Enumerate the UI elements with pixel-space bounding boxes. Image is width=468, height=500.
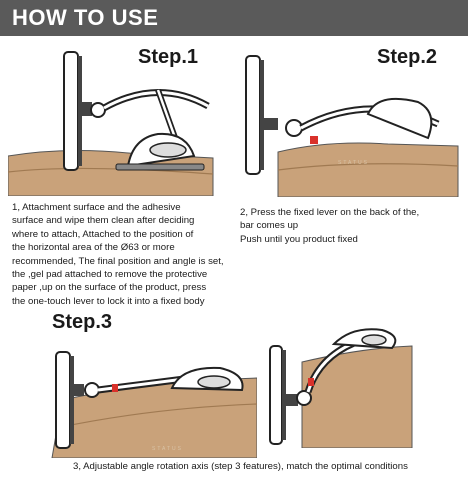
step-3-right-illustration: [269, 328, 413, 448]
step-1-line: paper ,up on the surface of the product,…: [12, 282, 207, 294]
step-2-line: bar comes up: [240, 220, 299, 232]
step-3-label: Step.3: [52, 311, 113, 333]
step-1-line: recommended, The final position and angl…: [12, 255, 224, 267]
step-1-line: 1, Attachment surface and the adhesive: [12, 202, 181, 213]
brand-watermark-3: STATUS: [152, 446, 183, 452]
step-1-description: 1, Attachment surface and the adhesive s…: [12, 201, 224, 308]
header-bar: HOW TO USE: [0, 0, 468, 36]
step-2-line: 2, Press the fixed lever on the back of …: [240, 207, 420, 218]
step-1-line: the one-touch lever to lock it into a fi…: [12, 295, 205, 307]
step-1-illustration: [8, 51, 214, 196]
step-2-description: 2, Press the fixed lever on the back of …: [240, 206, 419, 246]
brand-watermark-2: STATUS: [338, 160, 369, 166]
step-1-line: where to attach, Attached to the positio…: [12, 228, 194, 240]
step-1-line: the horizontal area of the Ø63 or more: [12, 242, 175, 254]
step-3-description: 3, Adjustable angle rotation axis (step …: [73, 460, 408, 473]
step-2-label: Step.2: [377, 46, 438, 68]
step-1-label: Step.1: [138, 46, 199, 68]
step-3-left-illustration: STATUS: [51, 351, 257, 458]
step-2-illustration: STATUS: [245, 55, 459, 197]
step-2-line: Push until you product fixed: [240, 233, 358, 245]
step-1-line: the ,gel pad attached to remove the prot…: [12, 269, 208, 281]
step-1-line: surface and wipe them clean after decidi…: [12, 215, 195, 227]
step-3-line: 3, Adjustable angle rotation axis (step …: [73, 461, 408, 472]
page-title: HOW TO USE: [12, 5, 159, 30]
